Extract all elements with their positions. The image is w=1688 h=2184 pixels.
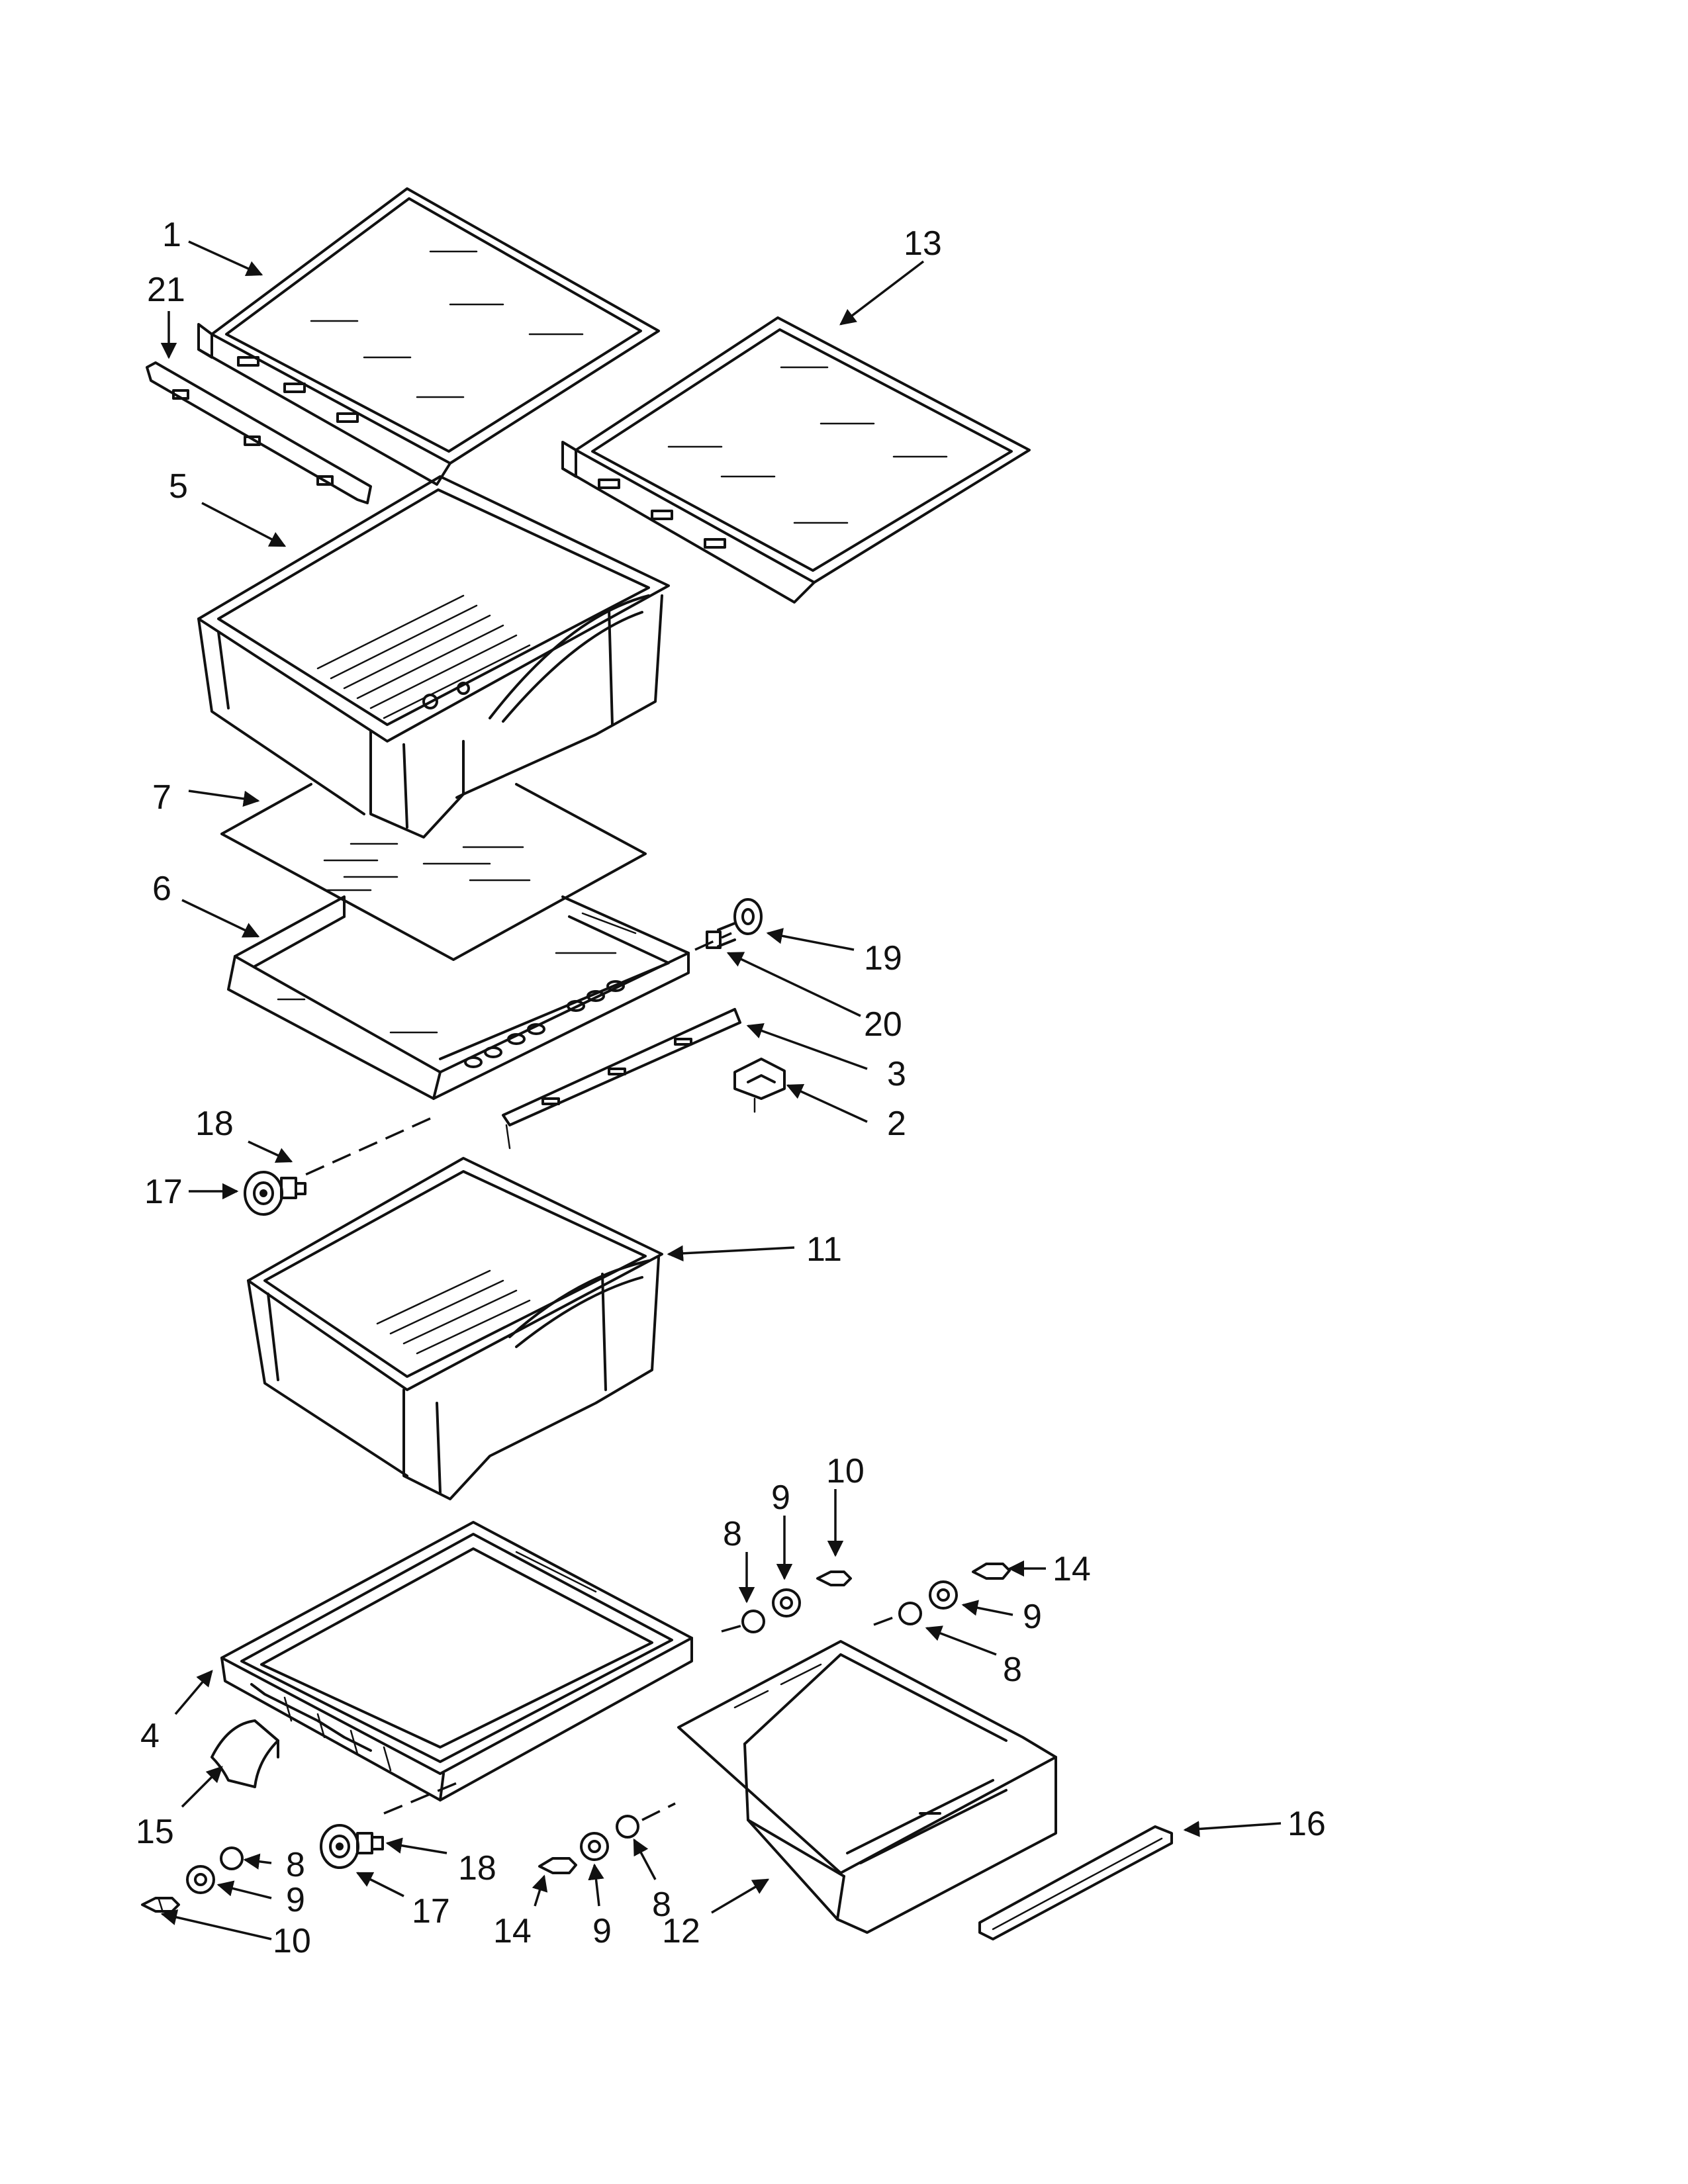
part-8-bushing-upper-right [898, 1602, 922, 1625]
callout-4: 4 [140, 1717, 160, 1755]
part-8-bushing-lower-left [220, 1846, 244, 1870]
part-4-lower-frame [220, 1521, 693, 1801]
callout-21: 21 [147, 271, 185, 309]
callout-labels: 1 21 13 5 7 6 19 20 3 2 18 17 11 8 9 10 … [136, 216, 1326, 1960]
part-3-slide-rail [502, 1008, 741, 1150]
callout-12: 12 [662, 1912, 700, 1950]
leader-lines [160, 240, 1282, 1940]
part-9-washer-lower-middle [580, 1832, 609, 1861]
callout-16: 16 [1288, 1805, 1326, 1843]
callout-20: 20 [864, 1005, 902, 1044]
part-9-washer-lower-left [186, 1865, 215, 1894]
part-8-bushing-lower-middle [616, 1815, 639, 1839]
callout-15: 15 [136, 1813, 174, 1851]
part-10-screw-upper-middle [816, 1570, 852, 1586]
part-9-washer-upper-right [929, 1580, 958, 1610]
assembly-lines [297, 932, 901, 1821]
part-17-wheel-lower [320, 1824, 359, 1869]
callout-11: 11 [806, 1230, 842, 1269]
callout-13: 13 [904, 224, 942, 263]
part-9-washer-upper-middle [772, 1588, 801, 1617]
part-15-cover [211, 1719, 279, 1788]
callout-14-upper-right: 14 [1053, 1550, 1091, 1588]
callout-6: 6 [152, 870, 171, 908]
part-16-handle-trim [978, 1825, 1173, 1940]
callout-18-upper: 18 [195, 1105, 234, 1143]
part-10-screw-lower-left [141, 1897, 180, 1913]
callout-2: 2 [887, 1105, 906, 1143]
part-7-glass-insert [220, 783, 647, 961]
callout-10-lower-left: 10 [273, 1922, 311, 1960]
callout-18-lower: 18 [458, 1849, 496, 1888]
callout-1: 1 [162, 216, 181, 254]
callout-9-lower-middle: 9 [592, 1912, 612, 1950]
callout-8-lower-middle: 8 [652, 1886, 671, 1924]
part-18-axle-upper [280, 1177, 306, 1199]
callout-9-upper-middle: 9 [771, 1479, 790, 1517]
callout-17-upper: 17 [144, 1173, 183, 1211]
callout-5: 5 [169, 467, 188, 506]
callout-8-lower-left: 8 [286, 1846, 305, 1884]
callout-7: 7 [152, 778, 171, 817]
callout-9-lower-left: 9 [286, 1881, 305, 1919]
part-14-screw-upper-right [972, 1563, 1011, 1580]
part-12-meat-drawer [677, 1640, 1057, 1934]
callout-8-upper-right: 8 [1003, 1651, 1022, 1689]
part-18-axle-lower [356, 1832, 384, 1854]
callout-8-upper-middle: 8 [723, 1515, 742, 1553]
part-1-glass-shelf [197, 187, 660, 486]
callout-10-upper-middle: 10 [826, 1452, 865, 1490]
part-19-roller [706, 898, 763, 949]
part-5-crisper-drawer [197, 475, 670, 839]
part-11-crisper-drawer [247, 1157, 663, 1500]
part-17-wheel-upper [244, 1171, 283, 1216]
part-8-bushing-upper-middle [741, 1610, 765, 1633]
callout-9-upper-right: 9 [1023, 1598, 1042, 1636]
part-6-crisper-cover-frame [227, 895, 690, 1100]
callout-17-lower: 17 [412, 1892, 450, 1931]
callout-3: 3 [887, 1055, 906, 1093]
part-13-glass-shelf [561, 316, 1031, 604]
part-2-clip [733, 1058, 786, 1113]
part-14-screw-lower-middle [538, 1857, 577, 1874]
part-21-shelf-rail [146, 361, 372, 504]
callout-14-lower-middle: 14 [493, 1912, 532, 1950]
callout-19: 19 [864, 939, 902, 978]
